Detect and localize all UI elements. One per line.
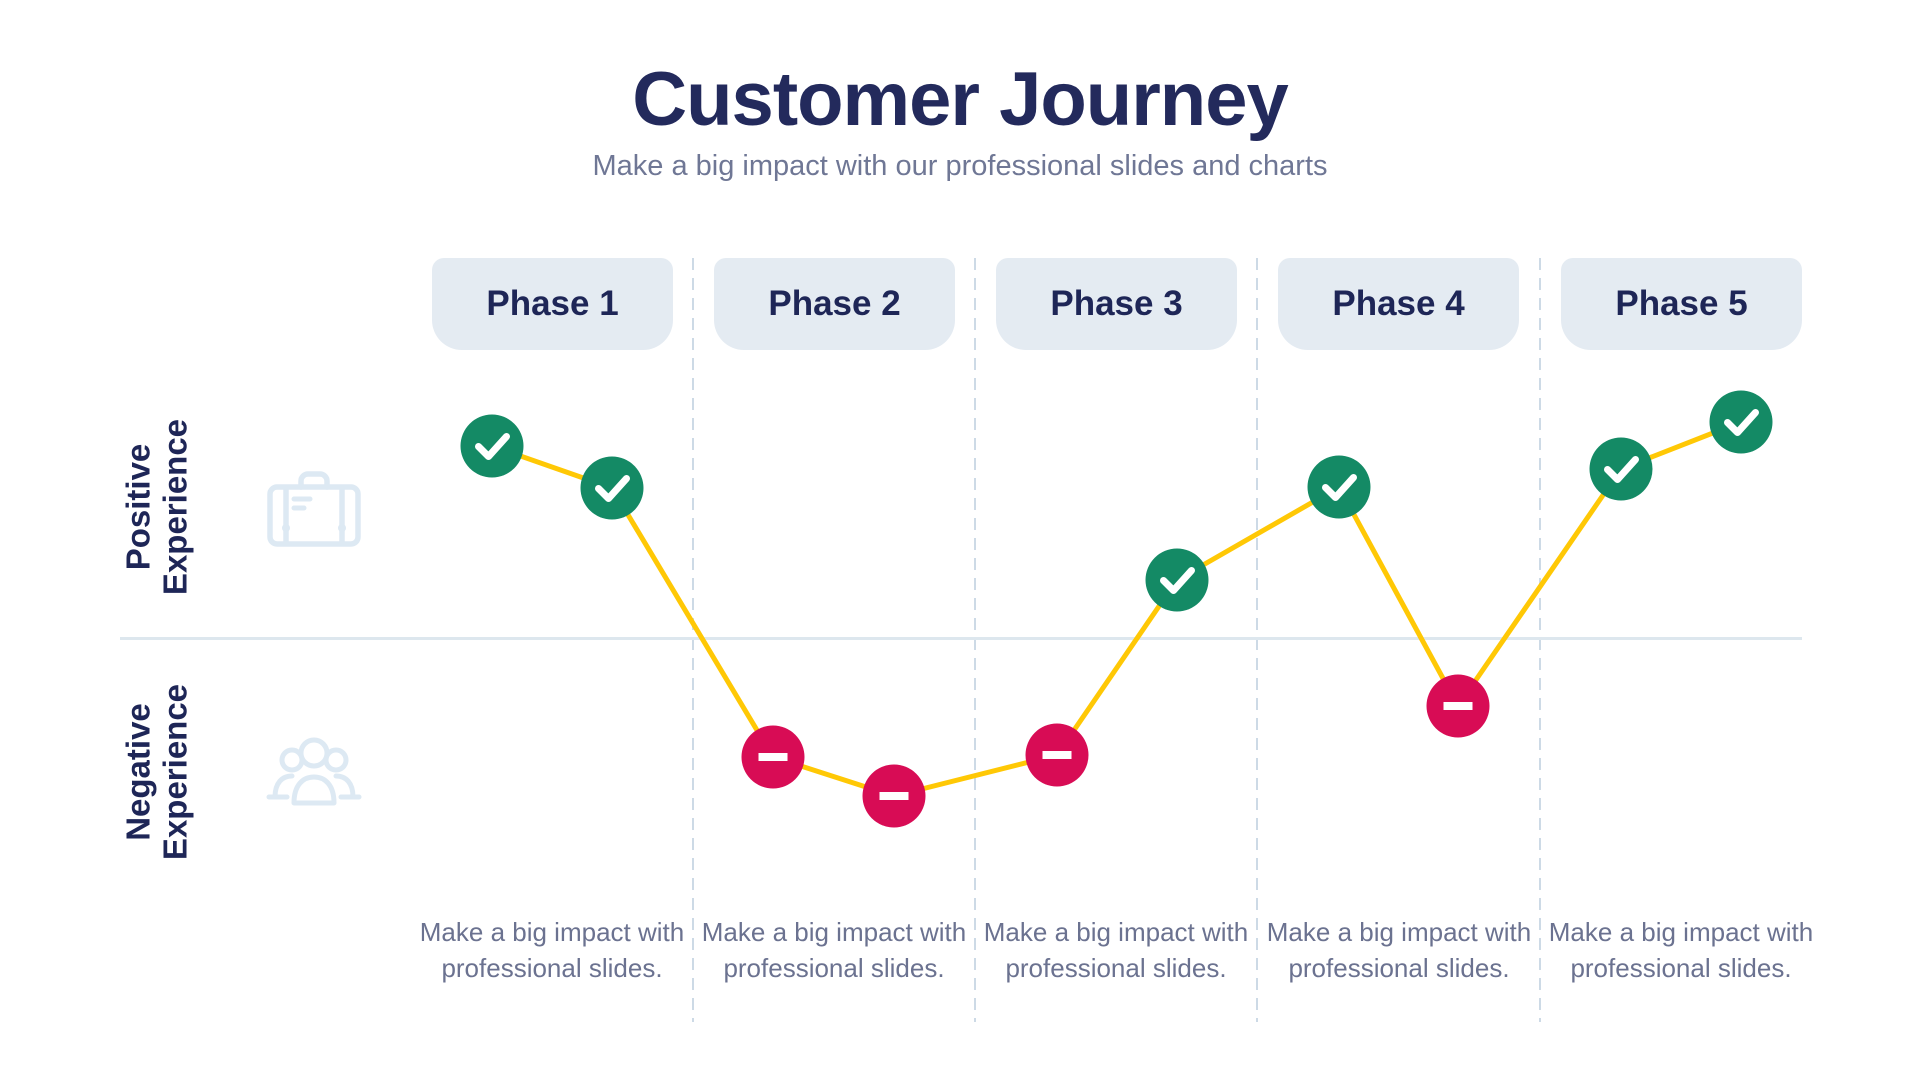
- phase-description-5: Make a big impact with professional slid…: [1548, 917, 1814, 983]
- phase-label-1: Phase 1: [486, 284, 619, 323]
- phase-label-4: Phase 4: [1332, 284, 1465, 323]
- phase-header-1: Phase 1: [432, 258, 673, 350]
- briefcase-icon: [265, 466, 363, 548]
- phase-separator-dashed-3: [1256, 258, 1258, 1022]
- page-title: Customer Journey: [632, 57, 1289, 142]
- phase-description-4: Make a big impact with professional slid…: [1266, 917, 1532, 983]
- journey-point-8-minus-icon: [1426, 674, 1490, 738]
- phase-header-4: Phase 4: [1278, 258, 1519, 350]
- phase-description-1: Make a big impact with professional slid…: [419, 917, 685, 983]
- journey-point-6-check-icon: [1145, 548, 1209, 612]
- phase-label-5: Phase 5: [1615, 284, 1748, 323]
- journey-point-5-minus-icon: [1025, 723, 1089, 787]
- phase-separator-dashed-2: [974, 258, 976, 1022]
- journey-point-2-check-icon: [580, 456, 644, 520]
- journey-point-3-minus-icon: [741, 725, 805, 789]
- journey-point-10-check-icon: [1709, 390, 1773, 454]
- phase-description-2: Make a big impact with professional slid…: [701, 917, 967, 983]
- phase-label-2: Phase 2: [768, 284, 901, 323]
- journey-point-9-check-icon: [1589, 437, 1653, 501]
- users-icon: [265, 731, 363, 813]
- journey-point-7-check-icon: [1307, 455, 1371, 519]
- phase-description-3: Make a big impact with professional slid…: [983, 917, 1249, 983]
- phase-separator-dashed-1: [692, 258, 694, 1022]
- journey-point-4-minus-icon: [862, 764, 926, 828]
- phase-separator-dashed-4: [1539, 258, 1541, 1022]
- phase-label-3: Phase 3: [1050, 284, 1183, 323]
- experience-divider-line: [120, 637, 1802, 640]
- phase-header-3: Phase 3: [996, 258, 1237, 350]
- phase-header-5: Phase 5: [1561, 258, 1802, 350]
- phase-header-2: Phase 2: [714, 258, 955, 350]
- journey-point-1-check-icon: [460, 414, 524, 478]
- page-subtitle: Make a big impact with our professional …: [592, 150, 1328, 182]
